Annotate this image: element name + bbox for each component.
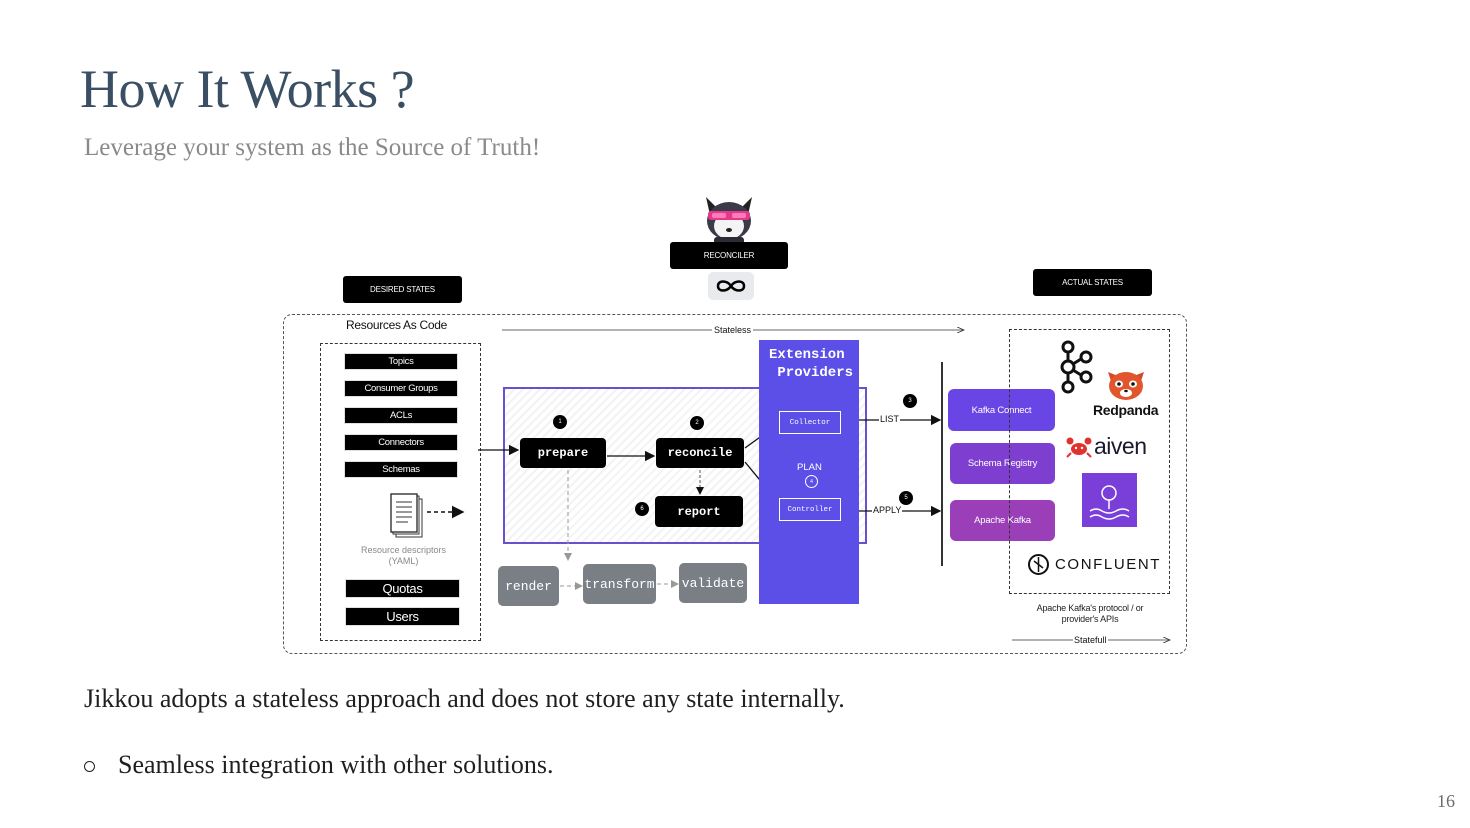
stateless-label: Stateless — [712, 325, 754, 335]
actual-states-badge: ACTUAL STATES — [1033, 269, 1152, 296]
aws-msk-icon — [1082, 473, 1137, 527]
plan-label: PLAN — [797, 462, 822, 473]
document-icon — [390, 493, 423, 538]
resource-descriptors-label: Resource descriptors (YAML) — [360, 545, 447, 566]
provider-kafka-connect: Kafka Connect — [948, 389, 1055, 431]
infinity-icon — [716, 280, 746, 292]
step-number-6: 6 — [635, 502, 649, 516]
infinity-badge — [708, 272, 754, 300]
confluent-icon — [1028, 554, 1049, 575]
kafka-icon — [1060, 340, 1093, 394]
step-number-2: 2 — [690, 416, 704, 430]
provider-apache-kafka: Apache Kafka — [950, 500, 1055, 541]
collector-box: Collector — [779, 411, 841, 434]
redpanda-logo-text: Redpanda — [1093, 402, 1159, 418]
resources-as-code-title: Resources As Code — [346, 318, 447, 332]
step-number-5: 5 — [899, 491, 913, 505]
transform-step: transform — [583, 564, 656, 604]
red-panda-icon — [1108, 372, 1144, 400]
slide-title: How It Works ? — [80, 59, 415, 119]
validate-step: validate — [679, 563, 747, 603]
bullet-circle-icon — [84, 761, 95, 772]
body-text: Jikkou adopts a stateless approach and d… — [84, 684, 845, 713]
reconcile-step: reconcile — [656, 438, 744, 468]
resource-users: Users — [345, 607, 460, 626]
statefull-label: Statefull — [1073, 635, 1108, 645]
controller-box: Controller — [779, 498, 841, 521]
prepare-step: prepare — [520, 438, 606, 468]
resource-quotas: Quotas — [345, 579, 460, 598]
confluent-logo-text: CONFLUENT — [1055, 556, 1162, 573]
resource-schemas: Schemas — [344, 461, 458, 478]
aiven-logo-text: aiven — [1094, 433, 1147, 459]
desired-states-badge: DESIRED STATES — [343, 276, 462, 303]
render-step: render — [498, 566, 559, 606]
provider-schema-registry: Schema Registry — [950, 443, 1055, 484]
step-number-1: 1 — [553, 415, 567, 429]
step-number-3: 3 — [903, 394, 917, 408]
resource-acls: ACLs — [344, 407, 458, 424]
resources-as-code-box — [320, 343, 481, 641]
resource-topics: Topics — [344, 353, 458, 370]
page-number: 16 — [1437, 791, 1455, 811]
resource-connectors: Connectors — [344, 434, 458, 451]
step-number-4: 4 — [805, 475, 818, 488]
crab-icon — [1066, 437, 1092, 458]
slide-subtitle: Leverage your system as the Source of Tr… — [84, 134, 541, 161]
pipeline-container — [283, 314, 1187, 654]
reconciler-badge: RECONCILER — [670, 242, 788, 269]
apply-label: APPLY — [872, 505, 903, 515]
extension-providers-title: Extension Providers — [769, 347, 854, 381]
resource-consumer-groups: Consumer Groups — [344, 380, 458, 397]
cat-mascot-icon — [706, 197, 752, 245]
list-label: LIST — [879, 414, 901, 424]
report-step: report — [655, 496, 743, 527]
apis-note: Apache Kafka's protocol / or provider's … — [1036, 603, 1144, 624]
actual-states-box — [1009, 329, 1170, 594]
extension-providers-panel — [759, 340, 859, 604]
bullet-text: Seamless integration with other solution… — [118, 750, 554, 779]
